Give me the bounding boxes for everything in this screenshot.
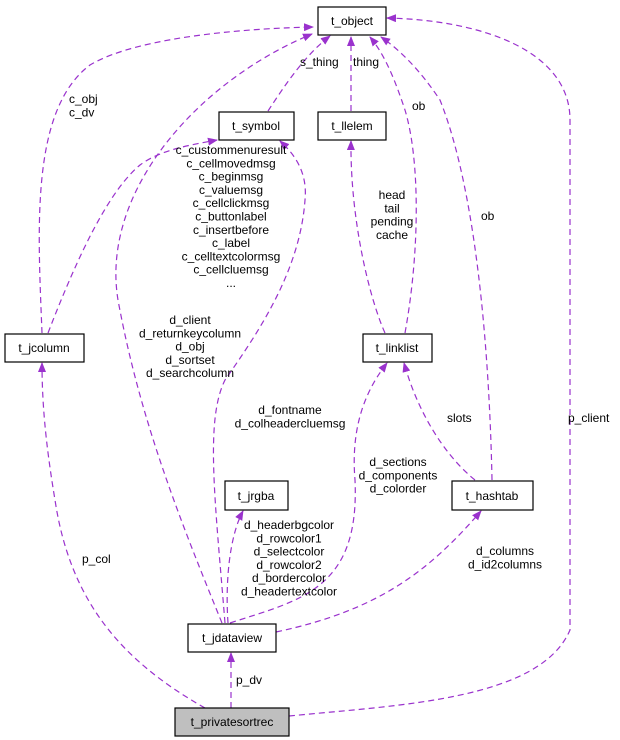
nodes: t_object t_symbol t_llelem t_jcolumn t_l… xyxy=(4,6,534,737)
edge-symbol-object xyxy=(267,35,331,112)
node-label: t_symbol xyxy=(232,119,280,133)
edges xyxy=(38,14,571,717)
edge-linklist-object xyxy=(369,36,417,334)
node-t-privatesortrec[interactable]: t_privatesortrec xyxy=(174,707,290,737)
edge-jdataview-linklist xyxy=(229,362,388,624)
label-linklist-ob: ob xyxy=(412,99,426,113)
label-hashtab-ob: ob xyxy=(481,209,495,223)
node-label: t_linklist xyxy=(376,341,419,355)
node-t-jrgba[interactable]: t_jrgba xyxy=(224,480,289,511)
label-p-client: p_client xyxy=(568,411,610,425)
node-t-jdataview[interactable]: t_jdataview xyxy=(187,623,277,653)
edge-jdataview-jrgba xyxy=(226,510,244,624)
edge-jdataview-hashtab xyxy=(275,510,482,633)
node-t-hashtab[interactable]: t_hashtab xyxy=(451,480,534,511)
node-t-object[interactable]: t_object xyxy=(317,6,387,36)
node-t-jcolumn[interactable]: t_jcolumn xyxy=(4,333,85,363)
label-slots: slots xyxy=(447,411,472,425)
label-p-dv: p_dv xyxy=(236,673,262,687)
node-t-linklist[interactable]: t_linklist xyxy=(362,333,433,363)
node-label: t_jdataview xyxy=(202,631,262,645)
label-p-col: p_col xyxy=(82,552,111,566)
edge-jdataview-object xyxy=(115,33,313,624)
node-label: t_hashtab xyxy=(466,489,519,503)
node-label: t_jrgba xyxy=(238,489,275,503)
label-s-thing: s_thing xyxy=(300,55,339,69)
node-label: t_jcolumn xyxy=(18,341,69,355)
edge-hashtab-object xyxy=(380,36,493,481)
edge-jcolumn-symbol xyxy=(47,137,218,334)
edge-jdataview-symbol xyxy=(212,140,306,624)
edge-privatesortrec-object xyxy=(288,14,571,717)
node-t-llelem[interactable]: t_llelem xyxy=(317,111,387,141)
label-thing: thing xyxy=(353,55,379,69)
node-label: t_llelem xyxy=(331,119,372,133)
edge-jcolumn-object xyxy=(38,23,314,334)
edge-linklist-llelem xyxy=(346,140,386,334)
edge-hashtab-linklist xyxy=(402,362,476,481)
node-label: t_privatesortrec xyxy=(191,715,274,729)
edge-privatesortrec-jcolumn xyxy=(38,362,206,709)
node-t-symbol[interactable]: t_symbol xyxy=(218,111,295,141)
node-label: t_object xyxy=(331,14,374,28)
